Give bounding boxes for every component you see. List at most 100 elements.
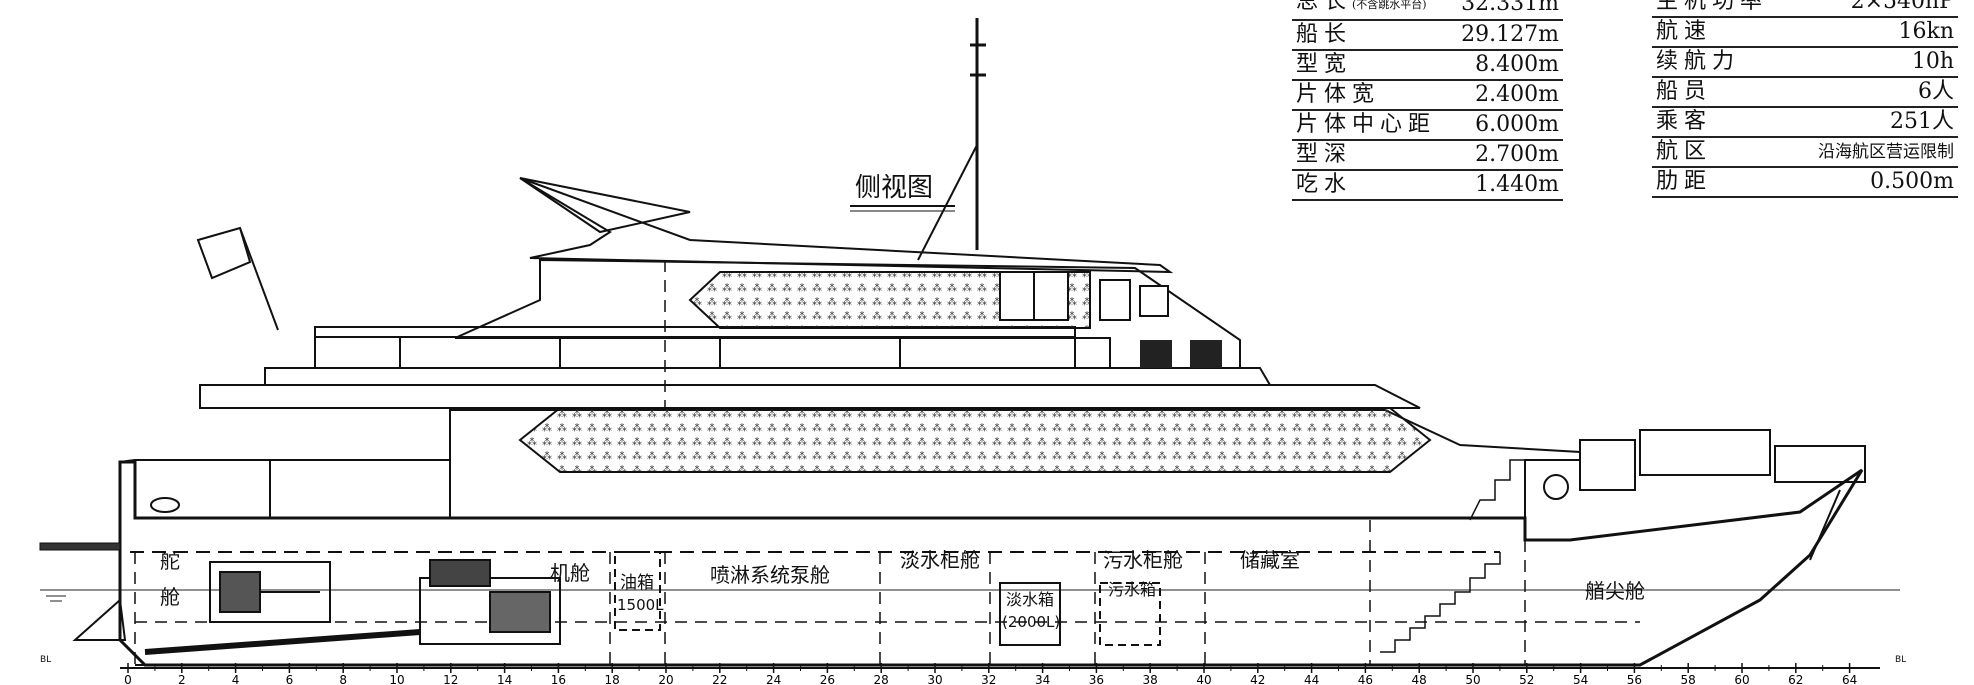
frame-number: 56	[1627, 673, 1642, 685]
spec-label: 总长(不含跳水平台)	[1292, 0, 1455, 21]
bulkheads	[134, 260, 1526, 665]
spec-label: 型深	[1292, 140, 1455, 171]
spec-row: 总长(不含跳水平台)32.331m	[1292, 0, 1563, 21]
frame-number: 12	[443, 673, 458, 685]
spec-label: 片体宽	[1292, 80, 1455, 111]
spec-value: 16kn	[1800, 17, 1958, 48]
mast	[917, 18, 986, 261]
bow-stairs	[1380, 459, 1525, 653]
drawing-title: 侧视图	[855, 173, 933, 203]
spec-value: 251人	[1800, 107, 1958, 138]
spec-label: 乘客	[1652, 107, 1800, 138]
frame-number: 44	[1304, 673, 1319, 685]
frame-number: 26	[820, 673, 835, 685]
spec-value: 2.700m	[1455, 140, 1563, 171]
frame-number: 34	[1035, 673, 1050, 685]
generator-set	[209, 561, 331, 623]
spec-label: 型宽	[1292, 50, 1455, 81]
frame-number: 36	[1089, 673, 1104, 685]
label-freshwater-cabinet: 淡水柜舱	[900, 548, 980, 572]
frame-number: 0	[124, 673, 132, 685]
frame-number: 30	[927, 673, 942, 685]
label-sewage-cabinet: 污水柜舱	[1103, 548, 1183, 572]
sun-canopy	[519, 177, 1174, 274]
spec-label: 肋距	[1652, 167, 1800, 198]
frame-number: 6	[286, 673, 294, 685]
wheelhouse-window-band	[688, 271, 1091, 329]
label-sprinkler-pump: 喷淋系统泵舱	[710, 563, 830, 587]
upper-deck-floor	[264, 367, 1272, 386]
label-oil-tank: 油箱	[620, 573, 654, 593]
frame-number: 62	[1788, 673, 1803, 685]
canopy-wing	[519, 177, 691, 234]
stern-platform	[39, 542, 121, 551]
frame-number: 10	[389, 673, 404, 685]
frame-number: 64	[1842, 673, 1857, 685]
spec-value: 10h	[1800, 47, 1958, 78]
compartment-labels: 舵 舱 机舱 油箱 1500L 喷淋系统泵舱 淡水柜舱 淡水箱 (2000L) …	[160, 548, 1645, 631]
spec-label: 船长	[1292, 20, 1455, 51]
main-window-band	[518, 407, 1432, 473]
flag	[196, 226, 279, 331]
frame-number: 8	[339, 673, 347, 685]
spec-label: 航速	[1652, 17, 1800, 48]
propeller-shaft	[144, 629, 421, 655]
frame-number: 46	[1358, 673, 1373, 685]
frame-number: 24	[766, 673, 781, 685]
freshwater-tank-box	[614, 551, 1161, 646]
baseline-label-left: BL	[40, 655, 51, 665]
label-rudder-1: 舵	[160, 549, 180, 573]
spec-value: 32.331m	[1455, 0, 1563, 21]
main-engine	[419, 559, 561, 645]
deck-vents	[1140, 340, 1222, 368]
frame-number: 20	[658, 673, 673, 685]
label-oil-tank-capacity: 1500L	[617, 596, 664, 614]
waterline	[40, 589, 1900, 602]
stern-fin	[72, 597, 127, 641]
bow-deck-equipment	[1543, 429, 1866, 561]
spec-value: 2×540hP	[1800, 0, 1958, 18]
upper-railing	[314, 326, 1076, 368]
frame-number: 58	[1681, 673, 1696, 685]
spec-label: 航区	[1652, 137, 1800, 168]
frame-number: 22	[712, 673, 727, 685]
frame-number: 14	[497, 673, 512, 685]
spec-label: 续航力	[1652, 47, 1800, 78]
frame-number: 32	[981, 673, 996, 685]
label-freshwater-tank: 淡水箱	[1006, 590, 1054, 609]
baseline-label-right: BL	[1895, 655, 1906, 665]
spec-label: 片体中心距	[1292, 110, 1455, 141]
frame-number: 28	[874, 673, 889, 685]
spec-row: 航区沿海航区营运限制	[1652, 137, 1958, 168]
frame-number: 40	[1196, 673, 1211, 685]
spec-value: 29.127m	[1455, 20, 1563, 51]
frame-number: 60	[1734, 673, 1749, 685]
spec-value: 沿海航区营运限制	[1800, 137, 1958, 168]
frame-number: 54	[1573, 673, 1588, 685]
wheelhouse	[454, 258, 1241, 369]
label-freshwater-tank-capacity: (2000L)	[1002, 613, 1060, 631]
frame-number: 48	[1412, 673, 1427, 685]
spec-value: 8.400m	[1455, 50, 1563, 81]
spec-label: 船员	[1652, 77, 1800, 108]
spec-value: 1.440m	[1455, 170, 1563, 201]
porthole-aft	[150, 497, 180, 513]
label-engine-room: 机舱	[550, 561, 590, 585]
frame-number: 16	[551, 673, 566, 685]
